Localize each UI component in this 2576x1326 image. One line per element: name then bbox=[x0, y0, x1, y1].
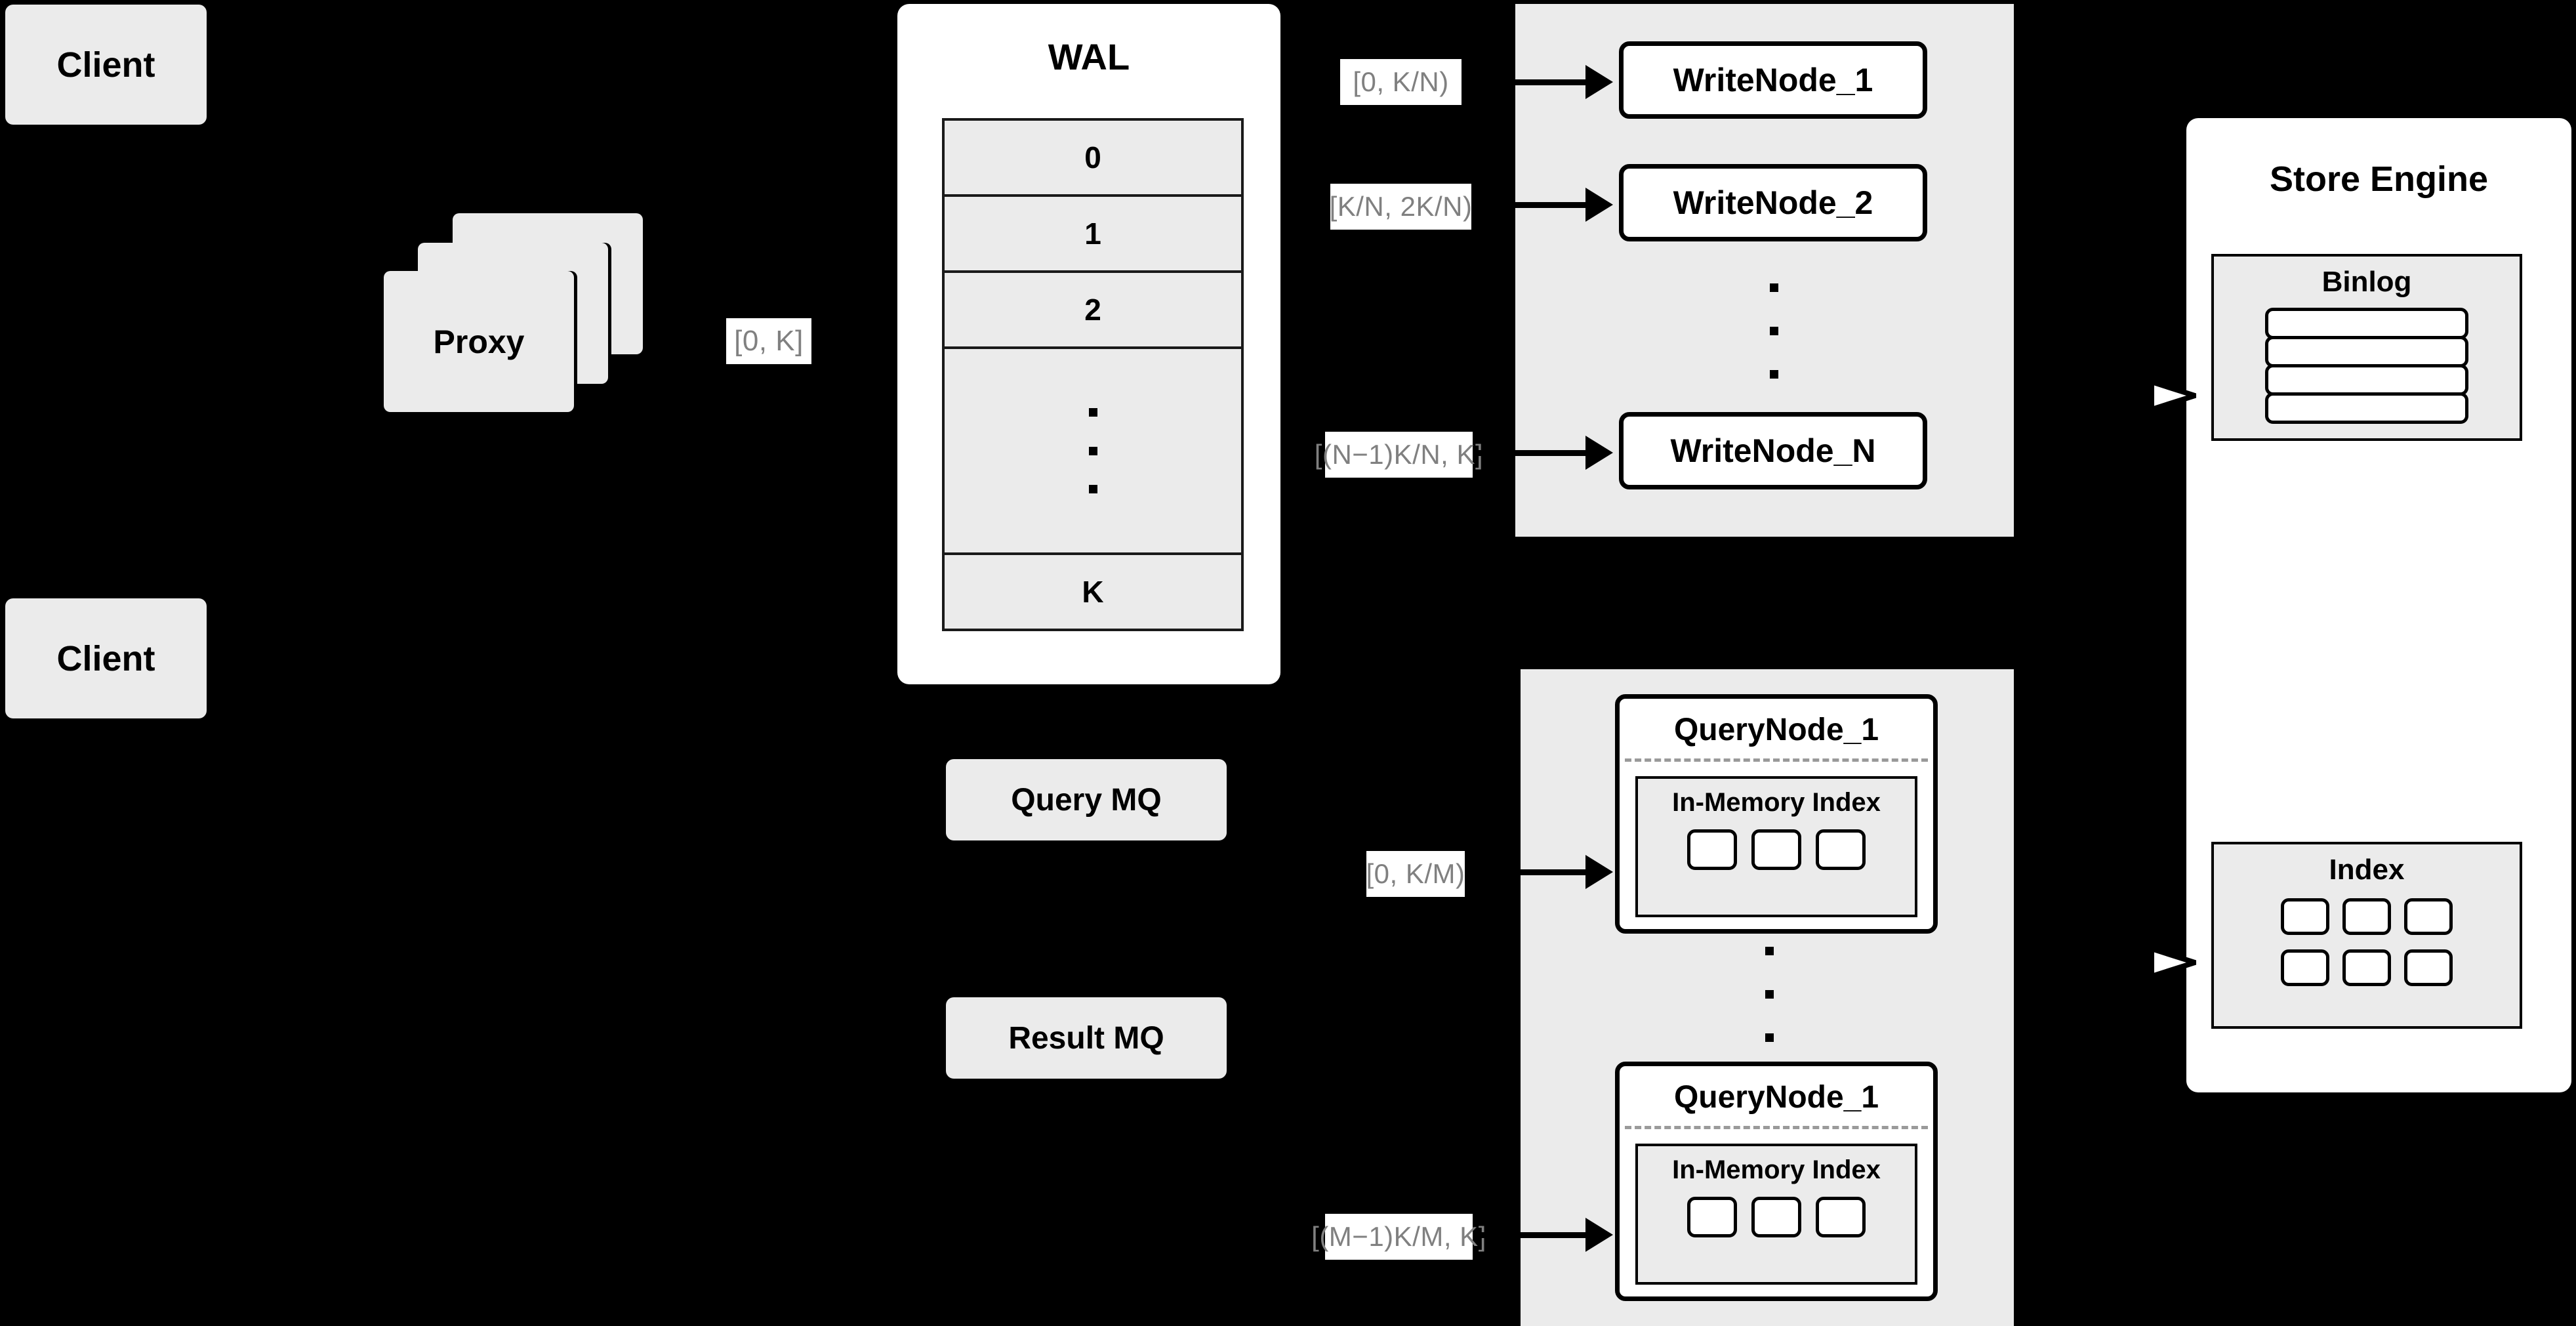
write-node-2[interactable]: WriteNode_2 bbox=[1619, 164, 1927, 241]
query-node-2[interactable]: QueryNode_1 In-Memory Index bbox=[1615, 1062, 1938, 1301]
index-segment[interactable] bbox=[1751, 829, 1801, 870]
arrow-shaft-write-n bbox=[1473, 450, 1595, 456]
client-label-1: Client bbox=[56, 45, 155, 85]
wal-row-ellipsis bbox=[942, 346, 1244, 555]
query-node-1-divider bbox=[1625, 758, 1928, 762]
binlog-row[interactable] bbox=[2265, 336, 2468, 367]
wal-row[interactable]: 2 bbox=[942, 270, 1244, 349]
write-cluster-ellipsis-icon bbox=[1769, 283, 1778, 379]
store-engine-panel: Store Engine Binlog Index bbox=[2186, 118, 2571, 1092]
binlog-row[interactable] bbox=[2265, 364, 2468, 396]
query-node-2-title: QueryNode_1 bbox=[1673, 1080, 1879, 1115]
index-cell[interactable] bbox=[2281, 949, 2329, 986]
proxy-stack[interactable]: Proxy bbox=[380, 213, 669, 430]
wal-row-list: 0 1 2 K bbox=[942, 118, 1244, 643]
store-engine-title: Store Engine bbox=[2269, 159, 2489, 199]
arrow-into-binlog bbox=[2111, 375, 2196, 416]
edge-label-query-node-m: [(M−1)K/M, K] bbox=[1311, 1214, 1486, 1260]
wal-row[interactable]: 1 bbox=[942, 194, 1244, 273]
index-title: Index bbox=[2329, 854, 2405, 886]
arrow-head-write-n bbox=[1585, 436, 1613, 470]
edge-label-proxy-to-wal: [0, K] bbox=[726, 318, 811, 364]
wal-row[interactable]: 0 bbox=[942, 118, 1244, 197]
edge-label-write-node-1: [0, K/N) bbox=[1340, 59, 1462, 105]
index-segment[interactable] bbox=[1751, 1197, 1801, 1237]
arrow-head-query-1 bbox=[1585, 855, 1613, 889]
result-mq-box[interactable]: Result MQ bbox=[946, 997, 1227, 1079]
arrow-shaft-write-1 bbox=[1462, 79, 1595, 85]
query-mq-box[interactable]: Query MQ bbox=[946, 759, 1227, 840]
index-segment[interactable] bbox=[1687, 1197, 1737, 1237]
vertical-ellipsis-icon bbox=[1088, 408, 1097, 493]
arrow-into-index bbox=[2111, 942, 2196, 983]
index-cell[interactable] bbox=[2404, 949, 2453, 986]
edge-label-query-node-1: [0, K/M) bbox=[1366, 851, 1465, 897]
index-cell[interactable] bbox=[2342, 949, 2391, 986]
client-box-2[interactable]: Client bbox=[5, 598, 207, 718]
query-node-1-in-memory-index: In-Memory Index bbox=[1635, 776, 1917, 917]
query-cluster-ellipsis-icon bbox=[1765, 947, 1774, 1042]
proxy-label: Proxy bbox=[433, 323, 525, 360]
index-box: Index bbox=[2211, 842, 2522, 1029]
wal-panel: WAL 0 1 2 K bbox=[897, 4, 1280, 684]
arrow-head-write-2 bbox=[1585, 188, 1613, 222]
edge-label-write-node-2: [K/N, 2K/N) bbox=[1330, 184, 1472, 230]
query-node-1[interactable]: QueryNode_1 In-Memory Index bbox=[1615, 694, 1938, 934]
index-cell[interactable] bbox=[2342, 898, 2391, 935]
index-segment[interactable] bbox=[1687, 829, 1737, 870]
query-node-2-divider bbox=[1625, 1126, 1928, 1129]
proxy-card-front[interactable]: Proxy bbox=[384, 271, 574, 412]
query-node-2-in-memory-index: In-Memory Index bbox=[1635, 1144, 1917, 1285]
arrow-shaft-write-2 bbox=[1471, 202, 1595, 208]
write-node-n[interactable]: WriteNode_N bbox=[1619, 412, 1927, 489]
edge-label-write-node-n: [(N−1)K/N, K] bbox=[1315, 432, 1483, 478]
index-segment[interactable] bbox=[1816, 829, 1866, 870]
index-cell[interactable] bbox=[2281, 898, 2329, 935]
index-cell[interactable] bbox=[2404, 898, 2453, 935]
in-memory-index-label-2: In-Memory Index bbox=[1672, 1155, 1881, 1184]
client-box-1[interactable]: Client bbox=[5, 5, 207, 125]
binlog-row[interactable] bbox=[2265, 308, 2468, 339]
client-label-2: Client bbox=[56, 638, 155, 678]
in-memory-index-label-1: In-Memory Index bbox=[1672, 788, 1881, 817]
wal-row[interactable]: K bbox=[942, 552, 1244, 631]
binlog-row[interactable] bbox=[2265, 392, 2468, 424]
arrow-shaft-query-m bbox=[1473, 1232, 1595, 1238]
arrow-shaft-query-1 bbox=[1465, 869, 1595, 875]
binlog-box: Binlog bbox=[2211, 254, 2522, 441]
index-segment[interactable] bbox=[1816, 1197, 1866, 1237]
query-node-1-title: QueryNode_1 bbox=[1673, 713, 1879, 747]
arrow-head-write-1 bbox=[1585, 65, 1613, 99]
wal-title: WAL bbox=[1048, 36, 1130, 77]
arrow-head-query-m bbox=[1585, 1218, 1613, 1252]
write-node-1[interactable]: WriteNode_1 bbox=[1619, 41, 1927, 119]
binlog-title: Binlog bbox=[2321, 266, 2412, 298]
